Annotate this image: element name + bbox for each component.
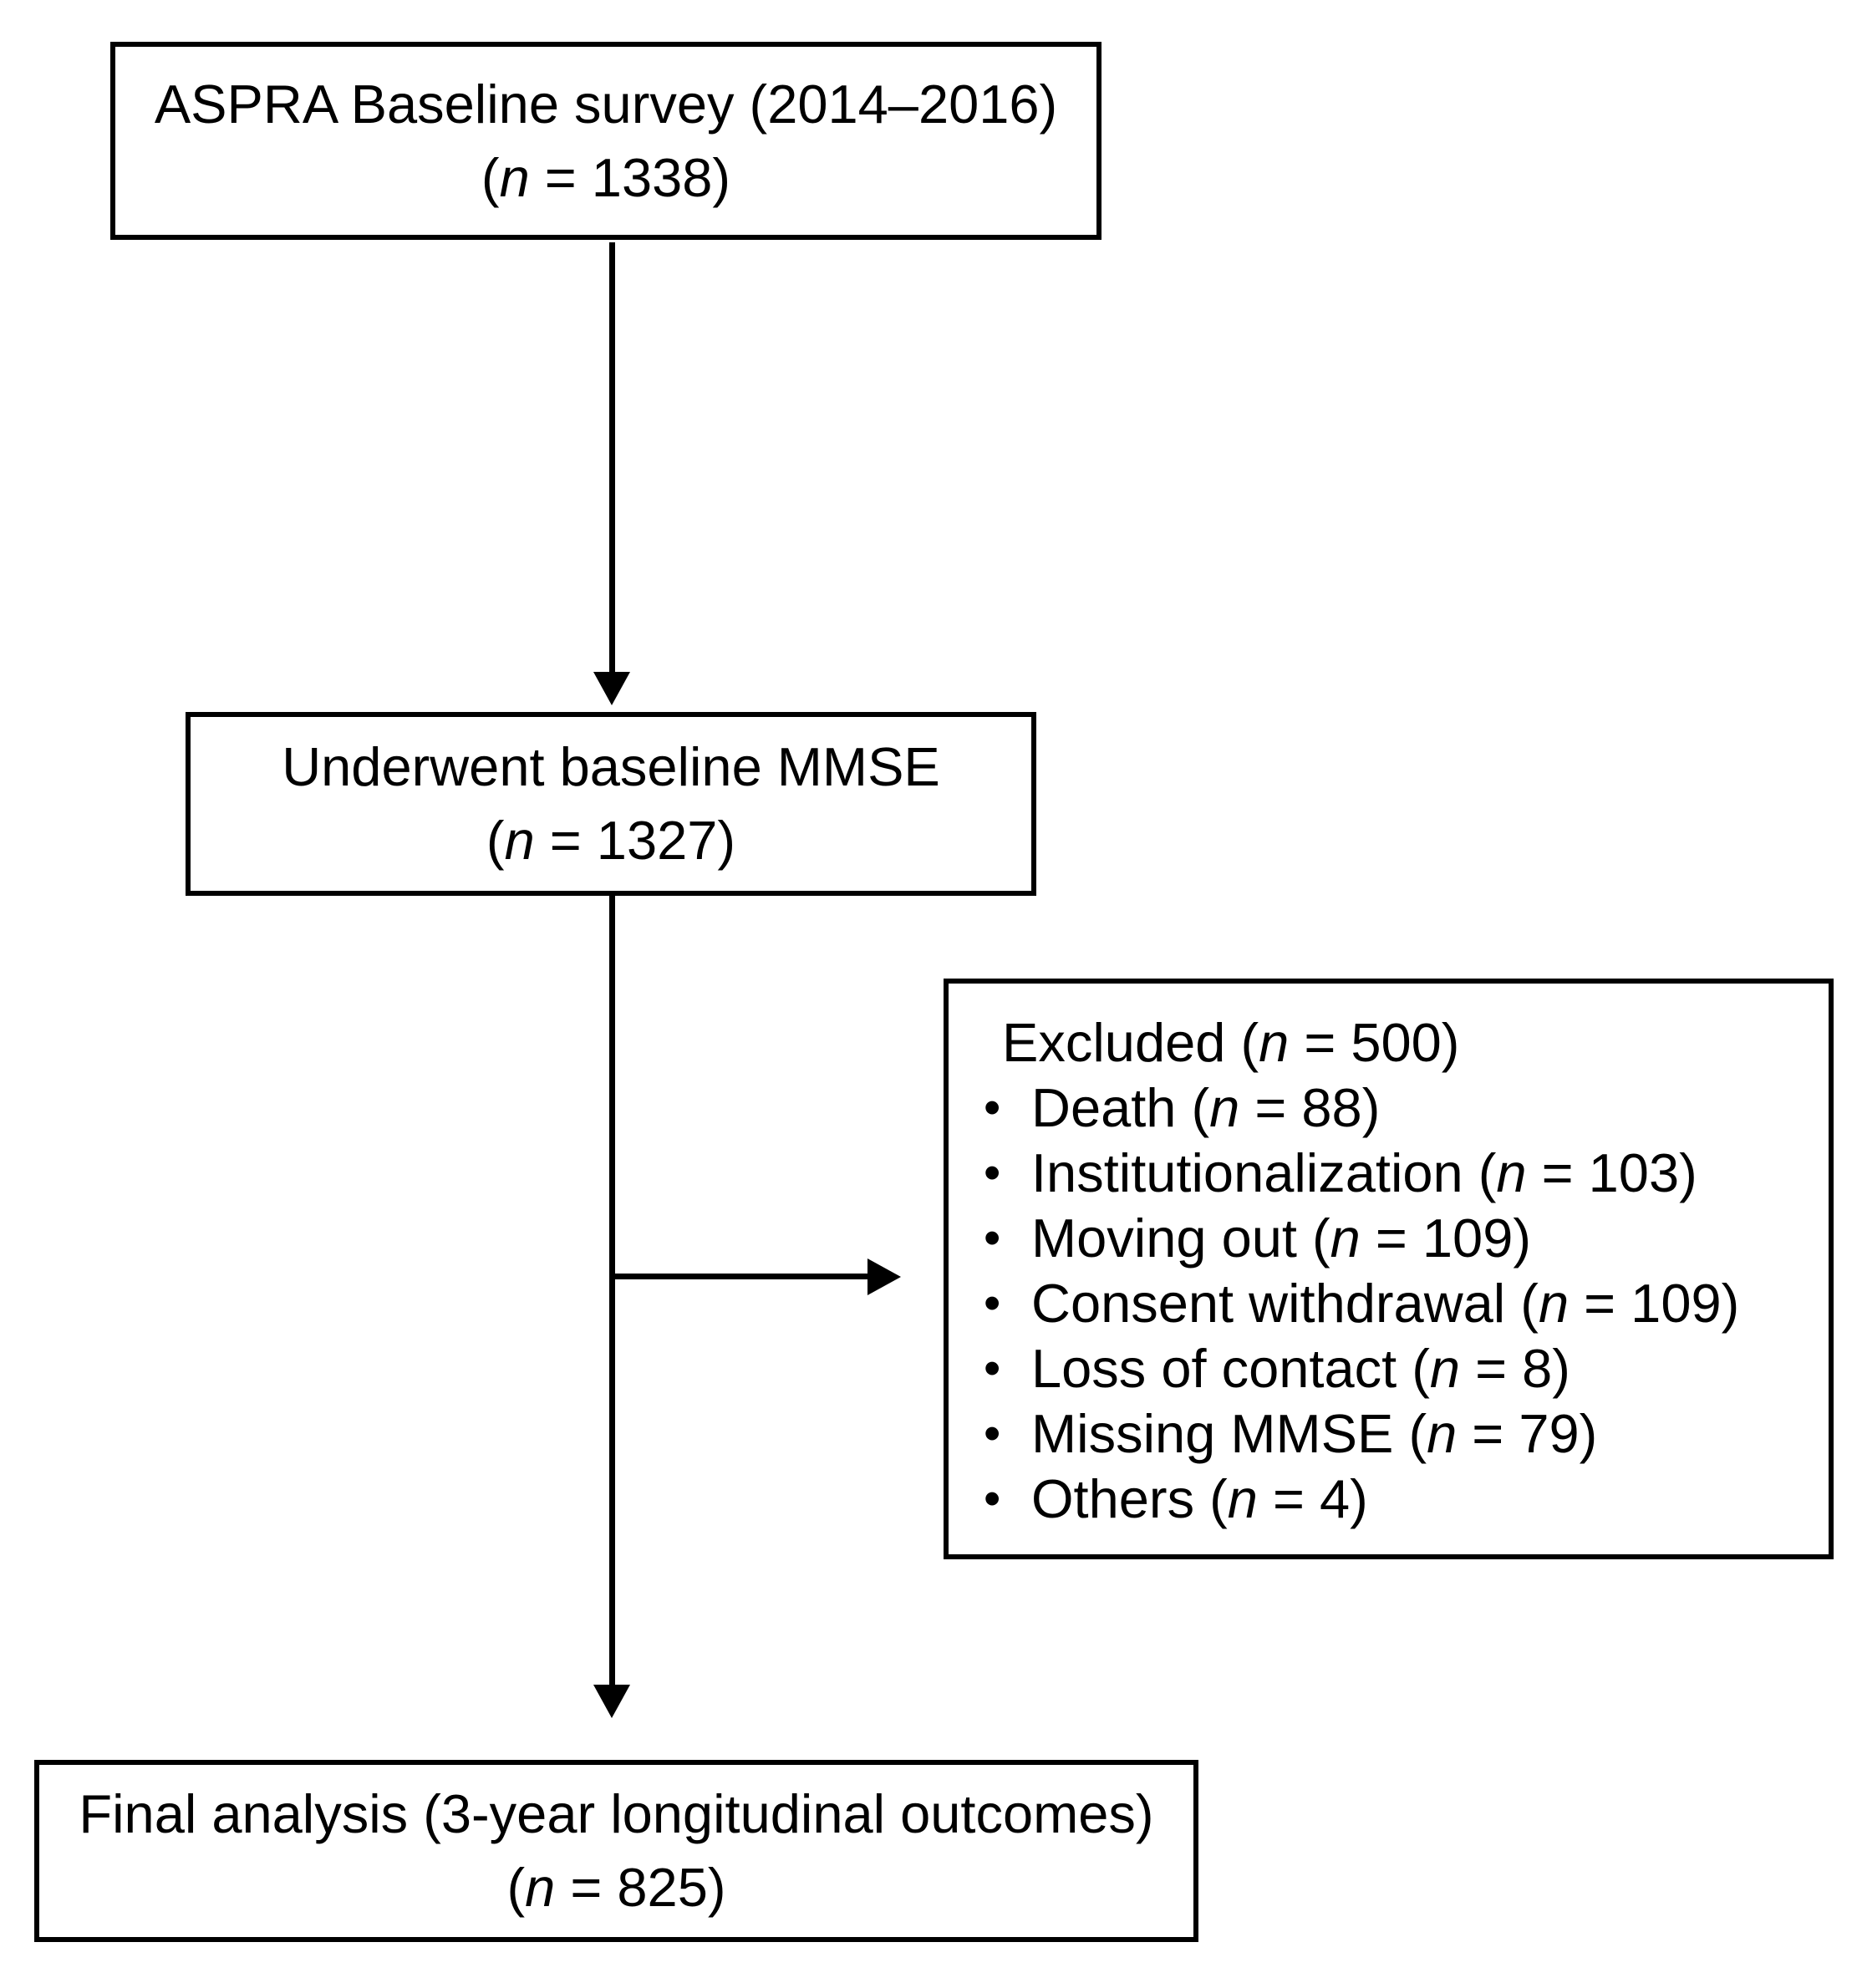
item-label: Moving out ( bbox=[1031, 1208, 1330, 1269]
bullet-icon: • bbox=[984, 1211, 1001, 1265]
paren-open: ( bbox=[506, 1857, 526, 1918]
n-symbol: n bbox=[1496, 1142, 1527, 1203]
final-analysis-n: (n = 825) bbox=[507, 1851, 726, 1924]
flow-connector-mmse-to-final bbox=[609, 896, 615, 1686]
list-item-loss-of-contact: • Loss of contact (n = 8) bbox=[949, 1336, 1829, 1401]
mmse-title: Underwent baseline MMSE bbox=[282, 736, 940, 797]
bullet-icon: • bbox=[984, 1406, 1001, 1461]
item-text: Missing MMSE (n = 79) bbox=[1031, 1401, 1597, 1467]
n-symbol: n bbox=[1259, 1012, 1290, 1073]
item-text: Others (n = 4) bbox=[1031, 1467, 1368, 1532]
excluded-label: Excluded ( bbox=[1002, 1012, 1259, 1073]
arrow-right-icon bbox=[867, 1258, 901, 1295]
n-value: = 79) bbox=[1457, 1403, 1598, 1464]
list-item-consent-withdrawal: • Consent withdrawal (n = 109) bbox=[949, 1271, 1829, 1336]
bullet-icon: • bbox=[984, 1080, 1001, 1135]
item-label: Others ( bbox=[1031, 1468, 1228, 1529]
n-symbol: n bbox=[504, 810, 535, 871]
mmse-n: (n = 1327) bbox=[486, 804, 735, 877]
n-value: = 500) bbox=[1289, 1012, 1460, 1073]
paren-open: ( bbox=[486, 810, 505, 871]
list-item-institutionalization: • Institutionalization (n = 103) bbox=[949, 1141, 1829, 1206]
baseline-survey-n: (n = 1338) bbox=[481, 141, 730, 215]
item-label: Death ( bbox=[1031, 1077, 1210, 1138]
item-label: Consent withdrawal ( bbox=[1031, 1273, 1539, 1334]
baseline-survey-title: ASPRA Baseline survey (2014–2016) bbox=[154, 73, 1058, 135]
item-text: Moving out (n = 109) bbox=[1031, 1206, 1531, 1271]
list-item-missing-mmse: • Missing MMSE (n = 79) bbox=[949, 1401, 1829, 1467]
n-value: = 103) bbox=[1526, 1142, 1697, 1203]
n-symbol: n bbox=[525, 1857, 556, 1918]
n-value: = 4) bbox=[1257, 1468, 1368, 1529]
bullet-icon: • bbox=[984, 1146, 1001, 1200]
box-final-analysis: Final analysis (3-year longitudinal outc… bbox=[34, 1760, 1198, 1942]
item-label: Institutionalization ( bbox=[1031, 1142, 1497, 1203]
n-symbol: n bbox=[1330, 1208, 1361, 1269]
n-value: = 1338) bbox=[529, 146, 731, 208]
excluded-reasons-list: •Death (n = 88) •Institutionalization (n… bbox=[949, 1075, 1829, 1532]
list-item-others: • Others (n = 4) bbox=[949, 1467, 1829, 1532]
box-baseline-survey: ASPRA Baseline survey (2014–2016) (n = 1… bbox=[110, 42, 1101, 240]
item-text: Death (n = 88) bbox=[1031, 1075, 1380, 1141]
n-symbol: n bbox=[1429, 1338, 1461, 1399]
n-value: = 825) bbox=[555, 1857, 726, 1918]
item-label: Loss of contact ( bbox=[1031, 1338, 1430, 1399]
item-text: Loss of contact (n = 8) bbox=[1031, 1336, 1570, 1401]
n-value: = 109) bbox=[1360, 1208, 1532, 1269]
n-symbol: n bbox=[499, 146, 530, 208]
n-value: = 88) bbox=[1239, 1077, 1381, 1138]
bullet-icon: • bbox=[984, 1341, 1001, 1396]
item-text: Consent withdrawal (n = 109) bbox=[1031, 1271, 1739, 1336]
box-baseline-mmse: Underwent baseline MMSE (n = 1327) bbox=[186, 712, 1036, 896]
item-label: Missing MMSE ( bbox=[1031, 1403, 1427, 1464]
n-value: = 8) bbox=[1460, 1338, 1570, 1399]
flow-connector-to-excluded bbox=[613, 1274, 868, 1279]
arrow-down-icon bbox=[593, 1685, 630, 1718]
paren-open: ( bbox=[481, 146, 500, 208]
bullet-icon: • bbox=[984, 1472, 1001, 1526]
final-analysis-title: Final analysis (3-year longitudinal outc… bbox=[79, 1783, 1154, 1844]
bullet-icon: • bbox=[984, 1276, 1001, 1330]
arrow-down-icon bbox=[593, 672, 630, 705]
n-value: = 109) bbox=[1569, 1273, 1740, 1334]
n-symbol: n bbox=[1538, 1273, 1570, 1334]
n-value: = 1327) bbox=[534, 810, 736, 871]
flow-connector-baseline-to-mmse bbox=[609, 242, 615, 674]
n-symbol: n bbox=[1209, 1077, 1240, 1138]
list-item-death: • Death (n = 88) bbox=[949, 1075, 1829, 1141]
n-symbol: n bbox=[1427, 1403, 1458, 1464]
item-text: Institutionalization (n = 103) bbox=[1031, 1141, 1697, 1206]
list-item-moving-out: • Moving out (n = 109) bbox=[949, 1206, 1829, 1271]
box-excluded: Excluded (n = 500) •Death (n = 88) •Inst… bbox=[944, 979, 1834, 1559]
excluded-header: Excluded (n = 500) bbox=[949, 1010, 1829, 1075]
n-symbol: n bbox=[1227, 1468, 1258, 1529]
